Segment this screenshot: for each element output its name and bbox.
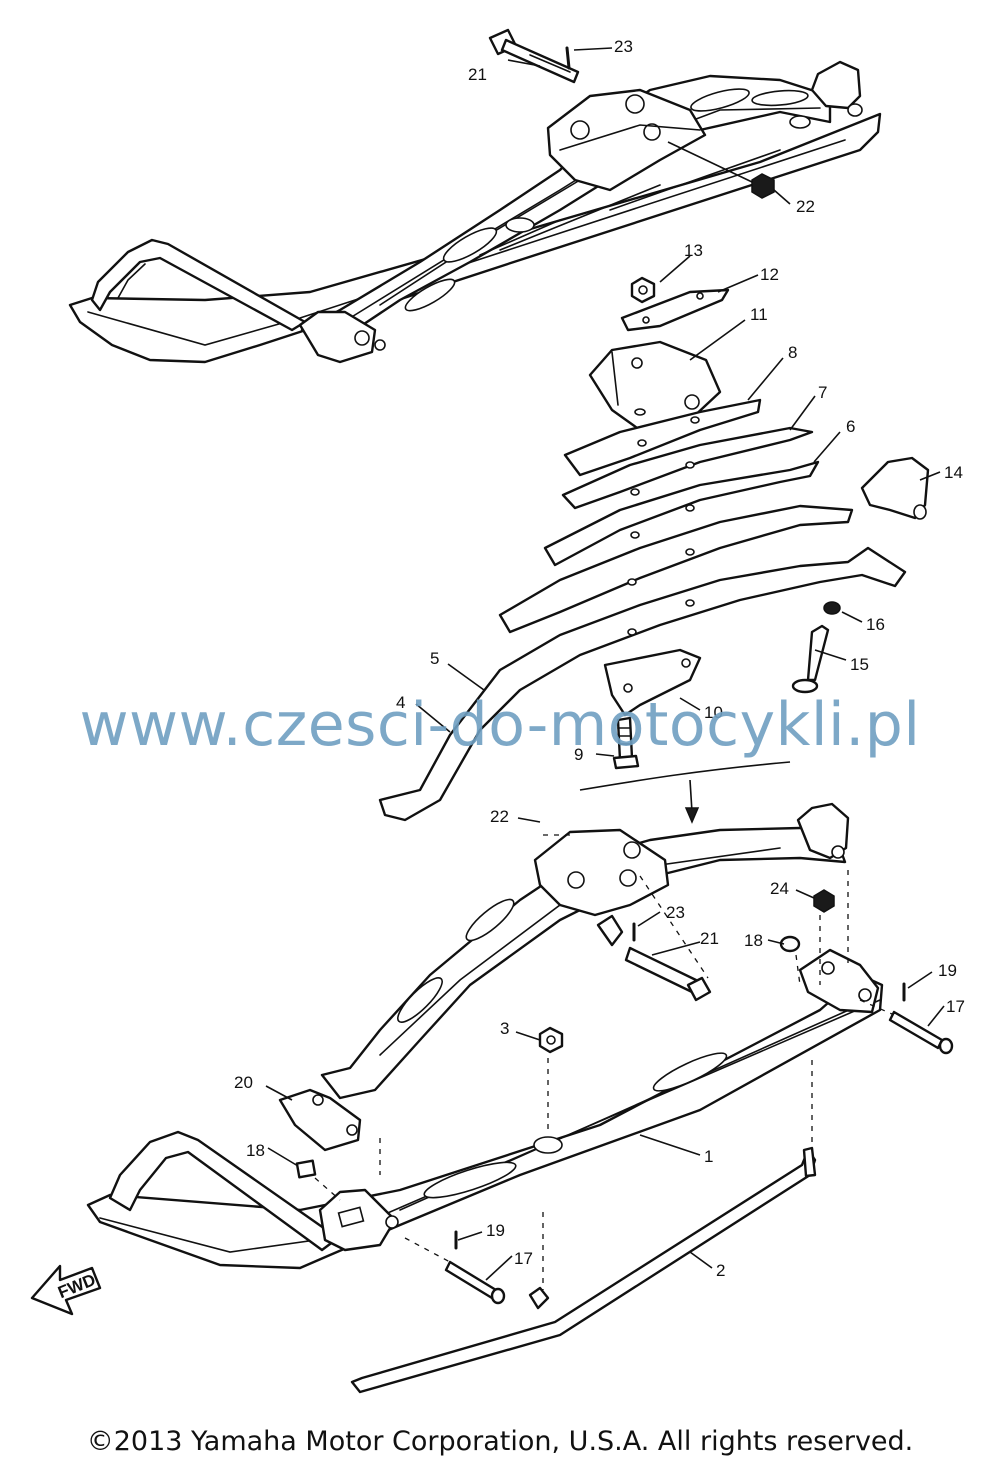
callout-5: 5	[430, 649, 439, 668]
plate-10	[603, 648, 702, 717]
bumper-14	[860, 456, 930, 520]
callout-2: 2	[716, 1261, 725, 1280]
callout-16: 16	[866, 615, 885, 634]
callout-12: 12	[760, 265, 779, 284]
leaf-4	[378, 546, 907, 822]
callout-23-top: 23	[614, 37, 633, 56]
callout-6: 6	[846, 417, 855, 436]
callout-10: 10	[704, 703, 723, 722]
leader-lines	[265, 47, 945, 1281]
callout-19-front: 19	[486, 1221, 505, 1240]
washer-16	[823, 601, 841, 615]
callout-20: 20	[234, 1073, 253, 1092]
leaf-7	[561, 426, 814, 510]
callout-4: 4	[396, 693, 405, 712]
callout-23-bottom: 23	[666, 903, 685, 922]
assembled-ski-bottom	[86, 802, 954, 1394]
callout-11: 11	[750, 305, 768, 324]
callout-21-bottom: 21	[700, 929, 719, 948]
callout-19-rear: 19	[938, 961, 957, 980]
callout-14: 14	[944, 463, 963, 482]
callout-15: 15	[850, 655, 869, 674]
copyright-notice: ©2013 Yamaha Motor Corporation, U.S.A. A…	[86, 1426, 914, 1457]
callout-8: 8	[788, 343, 797, 362]
leaf-5	[498, 504, 854, 634]
callout-24: 24	[770, 879, 789, 898]
callout-17-front: 17	[514, 1249, 533, 1268]
leaf-6	[543, 460, 820, 567]
forward-direction-arrow: FWD	[30, 1264, 102, 1316]
callout-7: 7	[818, 383, 827, 402]
leaf-8	[563, 398, 762, 477]
exploded-leaf-springs	[378, 276, 930, 824]
callout-22-top: 22	[796, 197, 815, 216]
callout-21-top: 21	[468, 65, 487, 84]
callout-17-rear: 17	[946, 997, 965, 1016]
callout-13: 13	[684, 241, 703, 260]
assembled-ski-top	[68, 28, 882, 364]
callout-3: 3	[500, 1019, 509, 1038]
watermark-url: www.czesci-do-motocykli.pl	[79, 690, 921, 760]
callout-22-bottom: 22	[490, 807, 509, 826]
callout-9: 9	[574, 745, 583, 764]
callout-1: 1	[704, 1147, 713, 1166]
part-callouts: 23 21 22 13 12 11 8 7 6 14 16 15 5 4 10 …	[234, 37, 965, 1280]
callout-18-front: 18	[246, 1141, 265, 1160]
bolt-15	[806, 624, 830, 682]
callout-18-rear: 18	[744, 931, 763, 950]
